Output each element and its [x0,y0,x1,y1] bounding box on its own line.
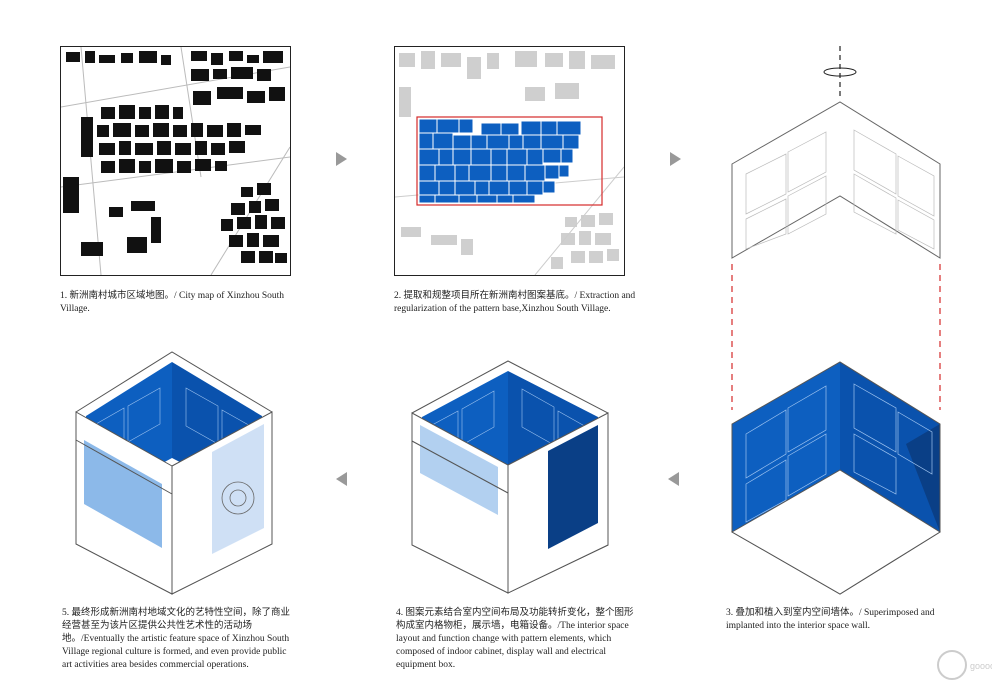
watermark-logo: gooood.cn [932,645,992,685]
arrow-right-icon [670,152,681,166]
rotate-icon [823,67,857,77]
step5-caption: 5. 最终形成新洲南村地域文化的艺特性空间，除了商业经营甚至为该片区提供公共性艺… [62,608,291,670]
step1-caption: 1. 新洲南村城市区域地图。/ City map of Xinzhou Sout… [60,291,285,314]
extraction-outline [416,116,603,206]
step2-caption: 2. 提取和规整项目所在新洲南村图案基底。/ Extraction and re… [394,291,636,314]
city-map-figure [61,47,290,275]
superimpose-panel [726,44,946,604]
final-space-panel [62,348,284,596]
interior-layout-figure [411,360,609,594]
pattern-base-panel [394,46,625,276]
arrow-right-icon [336,152,347,166]
pattern-base-figure [395,51,624,275]
arrow-left-icon [336,472,347,486]
arrow-left-icon [668,472,679,486]
final-space-figure [75,351,273,595]
step4-caption: 4. 图案元素结合室内空间布局及功能转折变化，整个图形构成室内格物柜，展示墙，电… [396,608,634,670]
superimpose-figure [730,46,941,595]
city-map-panel [60,46,291,276]
step3-caption: 3. 叠加和植入到室内空间墙体。/ Superimposed and impla… [726,608,935,631]
interior-layout-panel [398,355,620,595]
watermark-text: gooood.cn [970,661,992,671]
